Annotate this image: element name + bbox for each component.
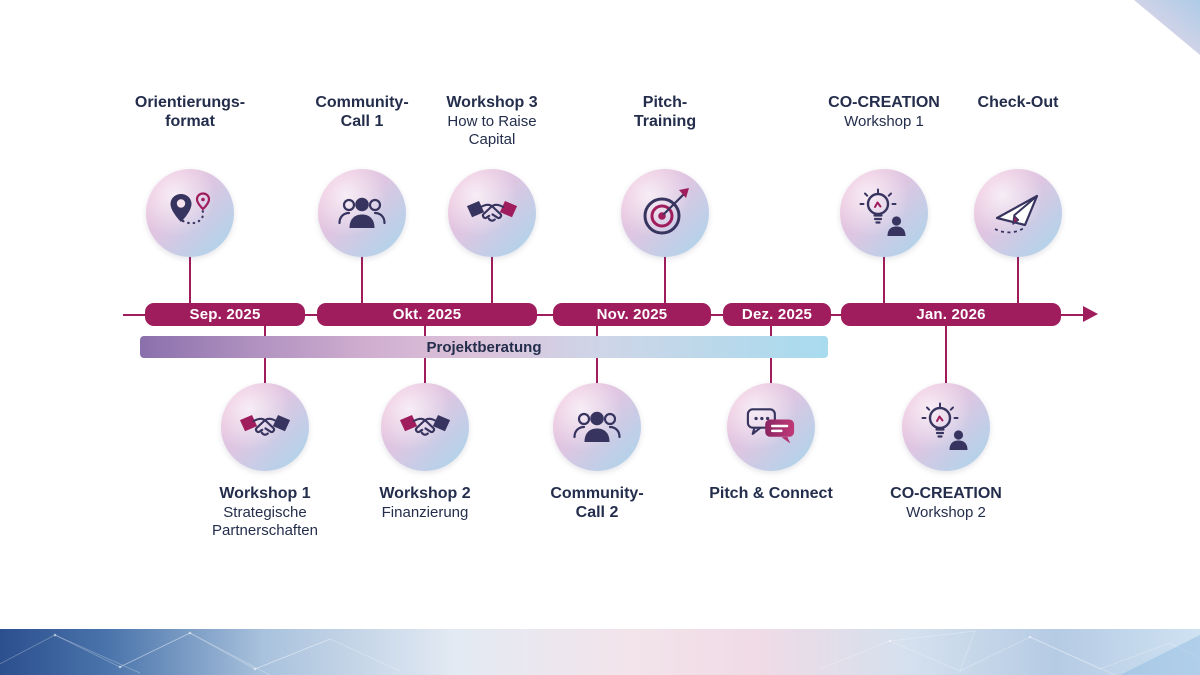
event-subtitle: Workshop 1: [844, 112, 924, 130]
target-icon: [643, 188, 689, 235]
event-subtitle: Strategische Partnerschaften: [212, 503, 318, 539]
event-title: Workshop 1: [219, 485, 311, 502]
event-label: CO-CREATION Workshop 2: [859, 485, 1033, 522]
handshake-icon: [399, 414, 451, 436]
event-workshop-2: Workshop 2 Finanzierung: [338, 383, 512, 553]
event-label: Community- Call 2: [510, 485, 684, 523]
event-bubble: [621, 169, 709, 257]
handshake-icon: [239, 414, 291, 436]
event-title: Community- Call 1: [315, 94, 409, 130]
connector: [664, 253, 666, 305]
event-label: Pitch & Connect: [684, 485, 858, 504]
event-title: CO-CREATION: [828, 94, 940, 111]
idea-icon: [859, 188, 906, 236]
event-pitch-and-connect: Pitch & Connect: [684, 383, 858, 553]
route-icon: [170, 192, 211, 225]
event-subtitle: How to Raise Capital: [447, 112, 537, 148]
event-title: Check-Out: [977, 94, 1059, 111]
event-subtitle: Finanzierung: [381, 503, 469, 521]
timeline-arrow-icon: [1083, 306, 1098, 322]
event-bubble: [146, 169, 234, 257]
event-title: Workshop 2: [379, 485, 471, 502]
event-co-creation-workshop-2: CO-CREATION Workshop 2: [859, 383, 1033, 553]
event-label: Check-Out: [931, 94, 1105, 113]
connector: [945, 325, 947, 385]
month-dez-2025: Dez. 2025: [723, 303, 831, 326]
event-bubble: [840, 169, 928, 257]
event-workshop-1: Workshop 1 Strategische Partnerschaften: [178, 383, 352, 553]
event-bubble: [902, 383, 990, 471]
corner-decoration: [1134, 0, 1200, 55]
event-orientierungsformat: Orientierungs- format: [103, 94, 277, 257]
event-pitch-training: Pitch- Training: [578, 94, 752, 257]
event-bubble: [553, 383, 641, 471]
paper-plane-icon: [994, 194, 1039, 234]
event-bubble: [318, 169, 406, 257]
event-title: Workshop 3: [446, 94, 538, 111]
event-label: Workshop 3 How to Raise Capital: [405, 94, 579, 148]
bottom-band: [0, 629, 1200, 675]
projektberatung-bar: Projektberatung: [140, 336, 828, 358]
event-community-call-1: Community- Call 1: [275, 94, 449, 257]
event-workshop-3: Workshop 3 How to Raise Capital: [405, 94, 579, 257]
event-check-out: Check-Out: [931, 94, 1105, 257]
people-icon: [573, 411, 621, 442]
people-icon: [338, 197, 386, 228]
event-title: Pitch & Connect: [709, 485, 833, 502]
month-okt-2025: Okt. 2025: [317, 303, 537, 326]
event-title: Pitch- Training: [633, 94, 697, 130]
connector: [491, 253, 493, 305]
event-title: Community- Call 2: [550, 485, 644, 521]
event-label: Community- Call 1: [275, 94, 449, 132]
event-bubble: [381, 383, 469, 471]
connector: [361, 253, 363, 305]
event-bubble: [221, 383, 309, 471]
event-bubble: [974, 169, 1062, 257]
event-label: Workshop 1 Strategische Partnerschaften: [178, 485, 352, 539]
event-subtitle: Workshop 2: [906, 503, 986, 521]
event-label: Pitch- Training: [578, 94, 752, 132]
month-nov-2025: Nov. 2025: [553, 303, 711, 326]
event-community-call-2: Community- Call 2: [510, 383, 684, 553]
event-label: CO-CREATION Workshop 1: [797, 94, 971, 131]
event-title: Orientierungs- format: [134, 94, 246, 130]
connector: [1017, 253, 1019, 305]
chat-icon: [746, 408, 795, 444]
event-title: CO-CREATION: [890, 485, 1002, 502]
event-co-creation-workshop-1: CO-CREATION Workshop 1: [797, 94, 971, 257]
connector: [883, 253, 885, 305]
month-jan-2026: Jan. 2026: [841, 303, 1061, 326]
idea-icon: [921, 402, 968, 450]
event-label: Orientierungs- format: [103, 94, 277, 132]
event-bubble: [448, 169, 536, 257]
connector: [189, 253, 191, 305]
month-sep-2025: Sep. 2025: [145, 303, 305, 326]
handshake-icon: [466, 200, 518, 222]
event-bubble: [727, 383, 815, 471]
event-label: Workshop 2 Finanzierung: [338, 485, 512, 522]
